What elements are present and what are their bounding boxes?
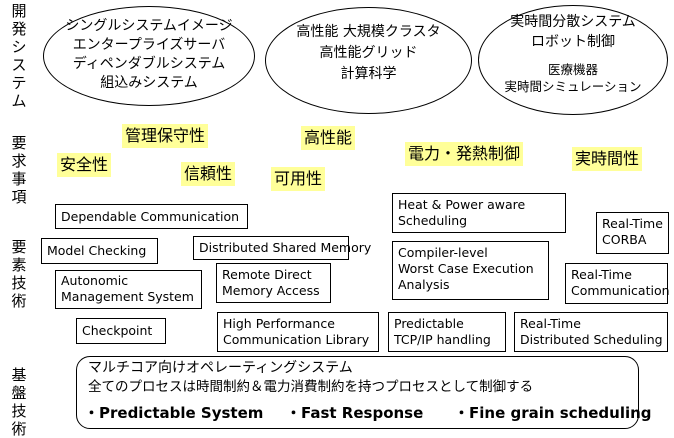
tech-label: Communication [571, 283, 670, 298]
system-center-line: 高性能 大規模クラスタ [296, 24, 441, 40]
system-ellipse-left [43, 6, 255, 106]
system-right-line: 実時間シミュレーション [504, 79, 642, 94]
tech-distributed-shared-memory: Distributed Shared Memory [193, 236, 371, 260]
system-center-line: 高性能グリッド [319, 45, 418, 61]
tech-autonomic-management: Autonomic Management System [55, 270, 202, 309]
tech-label: Memory Access [222, 283, 320, 298]
tech-realtime-distributed-scheduling: Real-Time Distributed Scheduling [514, 312, 668, 352]
tech-label: Real-Time [571, 267, 632, 282]
req-power-heat: 電力・発熱制御 [405, 142, 524, 166]
tech-label: Worst Case Execution [398, 261, 534, 276]
tech-label: Scheduling [398, 213, 468, 228]
tech-heat-power-scheduling: Heat & Power aware Scheduling [392, 193, 566, 233]
tech-label: Distributed Shared Memory [199, 240, 372, 255]
tech-label: Autonomic [61, 273, 129, 288]
system-left-line: シングルシステムイメージ [65, 18, 233, 34]
tech-label: Communication Library [223, 332, 370, 347]
tech-label: Compiler-level [398, 245, 488, 260]
row-label-requirements: 要 求 事 項 [11, 134, 27, 206]
system-right-line: ロボット制御 [531, 34, 615, 50]
row-label-technologies: 要 素 技 術 [11, 238, 27, 310]
tech-label: High Performance [223, 316, 335, 331]
system-left-line: 組込みシステム [100, 75, 198, 91]
foundation-title: マルチコア向けオペレーティングシステム [88, 360, 353, 376]
foundation-feature: ・Predictable System [84, 404, 264, 422]
req-high-performance: 高性能 [301, 126, 356, 150]
tech-worst-case-execution-analysis: Compiler-level Worst Case Execution Anal… [392, 241, 549, 300]
tech-dependable-communication: Dependable Communication [55, 204, 248, 229]
req-availability: 可用性 [271, 167, 326, 191]
tech-checkpoint: Checkpoint [76, 318, 166, 344]
tech-realtime-corba: Real-Time CORBA [596, 212, 669, 254]
foundation-subtitle: 全てのプロセスは時間制約＆電力消費制約を持つプロセスとして制御する [88, 379, 534, 395]
tech-realtime-communication: Real-Time Communication [565, 263, 670, 304]
foundation-os-box [76, 356, 639, 429]
req-safety: 安全性 [57, 153, 112, 177]
tech-predictable-tcpip: Predictable TCP/IP handling [388, 312, 506, 352]
system-right-line: 医療機器 [547, 62, 598, 77]
system-left-text: シングルシステムイメージ エンタープライズサーバ ディペンダブルシステム 組込み… [43, 17, 255, 93]
tech-label: CORBA [602, 232, 647, 247]
tech-label: Real-Time [602, 216, 663, 231]
row-label-dev-system: 開 発 シ ス テ ム [11, 2, 27, 110]
tech-label: Dependable Communication [61, 209, 240, 224]
tech-label: TCP/IP handling [394, 332, 491, 347]
system-ellipse-center [265, 7, 472, 114]
tech-label: Analysis [398, 277, 450, 292]
system-center-line: 計算科学 [340, 66, 397, 82]
foundation-feature: ・Fine grain scheduling [454, 404, 652, 422]
foundation-feature: ・Fast Response [286, 404, 424, 422]
system-right-text: 実時間分散システム ロボット制御 医療機器 実時間シミュレーション [478, 12, 668, 95]
tech-high-performance-comm-library: High Performance Communication Library [217, 312, 379, 352]
req-reliability: 信頼性 [181, 162, 236, 186]
system-right-line: 実時間分散システム [510, 14, 636, 30]
tech-model-checking: Model Checking [41, 238, 158, 264]
tech-label: Remote Direct [222, 267, 312, 282]
tech-remote-direct-memory-access: Remote Direct Memory Access [216, 263, 331, 303]
system-ellipse-right [478, 5, 668, 115]
tech-label: Heat & Power aware [398, 197, 526, 212]
tech-label: Model Checking [47, 243, 147, 258]
tech-label: Checkpoint [82, 323, 153, 338]
system-left-line: エンタープライズサーバ [72, 37, 226, 53]
req-maintainability: 管理保守性 [122, 124, 209, 148]
system-left-line: ディペンダブルシステム [72, 56, 226, 72]
tech-label: Real-Time [520, 316, 581, 331]
row-label-foundation: 基 盤 技 術 [11, 366, 27, 438]
system-center-text: 高性能 大規模クラスタ 高性能グリッド 計算科学 [265, 22, 472, 85]
tech-label: Distributed Scheduling [520, 332, 663, 347]
tech-label: Predictable [394, 316, 464, 331]
req-realtime: 実時間性 [572, 147, 643, 171]
tech-label: Management System [61, 289, 194, 304]
